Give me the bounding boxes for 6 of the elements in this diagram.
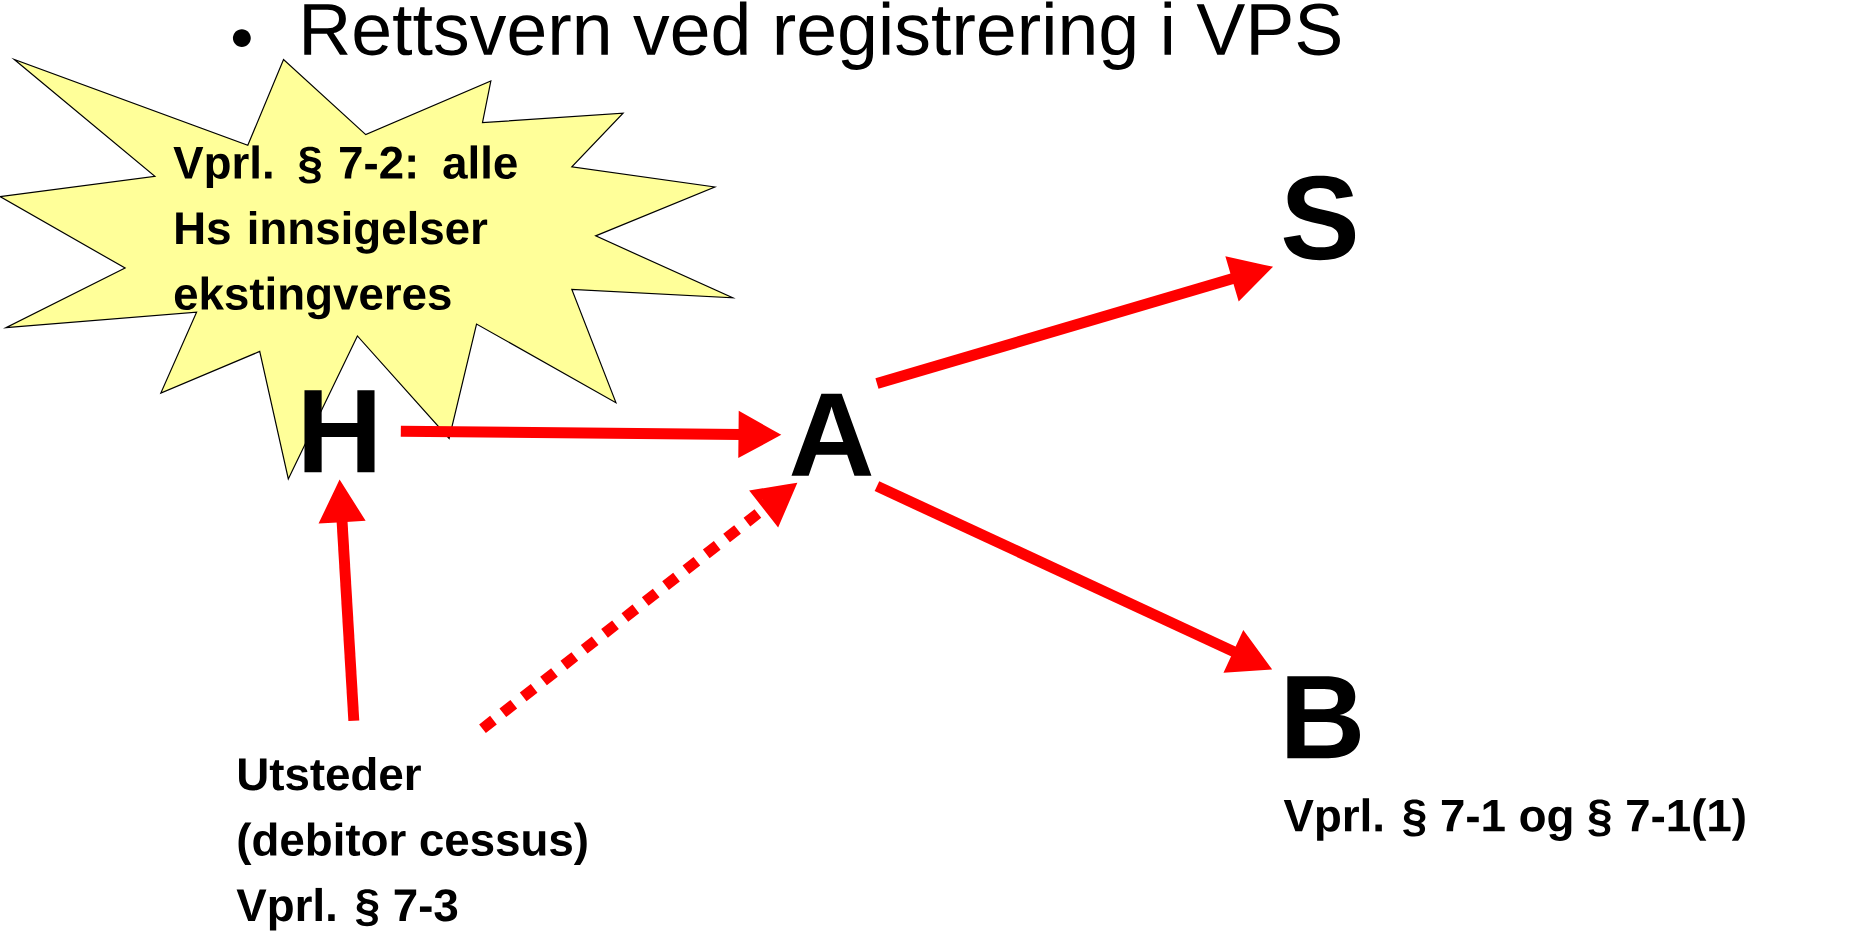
- note-text: Vprl. § 7-1 og § 7-1(1): [1283, 798, 1745, 842]
- letter-label: A: [791, 393, 872, 476]
- letter-label: H: [304, 390, 375, 473]
- label-text: Utsteder (debitor cessus) Vprl. § 7-3: [236, 757, 587, 931]
- letter-label: B: [1287, 676, 1360, 759]
- letter-label: S: [1283, 175, 1356, 261]
